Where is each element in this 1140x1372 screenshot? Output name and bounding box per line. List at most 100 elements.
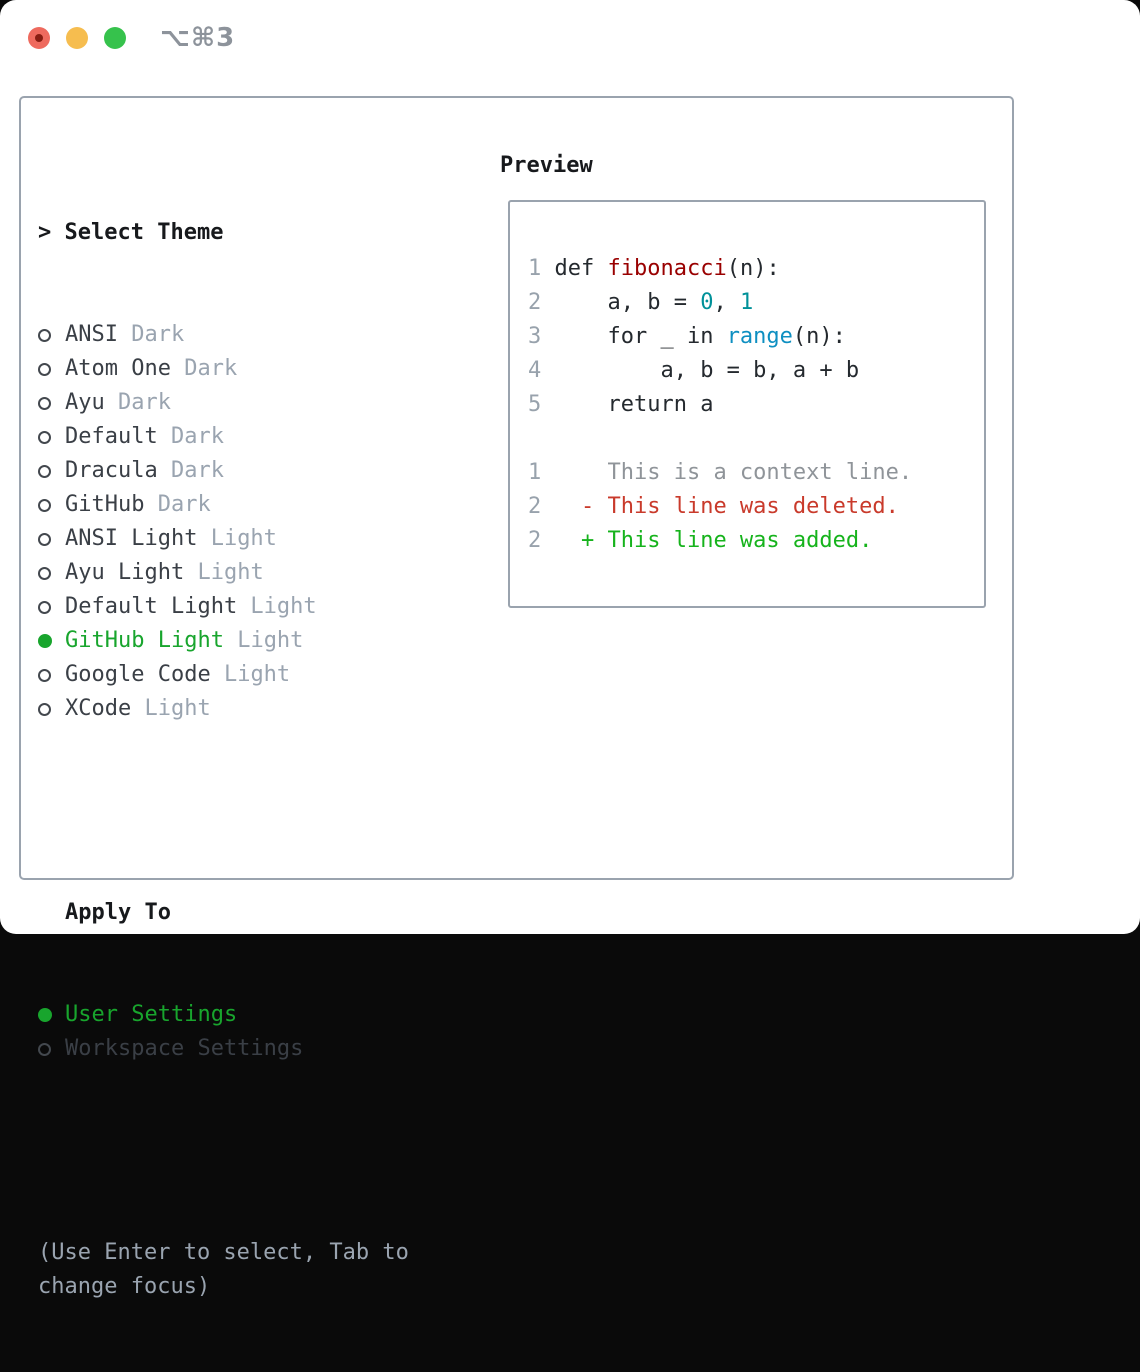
radio-selected-icon xyxy=(38,634,52,648)
radio-unselected-icon xyxy=(38,532,51,546)
minimize-button[interactable] xyxy=(66,27,88,49)
line-number: 1 xyxy=(528,255,555,281)
code-segment-plain: def xyxy=(554,255,608,281)
radio-unselected-icon xyxy=(38,430,51,444)
radio-unselected-icon xyxy=(38,464,51,478)
theme-variant: Light xyxy=(131,696,211,721)
theme-name: GitHub Light xyxy=(65,628,224,653)
radio-selected-icon xyxy=(38,1008,52,1022)
radio-unselected-icon xyxy=(38,498,51,512)
line-number: 2 xyxy=(528,493,555,519)
code-segment-plain: (n): xyxy=(792,323,846,349)
code-line: 3 for _ in range(n): xyxy=(528,319,912,353)
window-shortcut-title: ⌥⌘3 xyxy=(160,23,236,53)
code-segment-deleted: - This line was deleted. xyxy=(554,493,899,519)
code-segment-plain: a, b = b, a + b xyxy=(554,357,860,383)
prompt-icon: > xyxy=(38,220,52,245)
theme-variant: Dark xyxy=(157,424,224,449)
code-line: 2 - This line was deleted. xyxy=(528,489,912,523)
theme-variant: Dark xyxy=(157,458,224,483)
theme-option[interactable]: Google Code Light xyxy=(38,658,409,692)
apply-to-label: Workspace Settings xyxy=(65,1036,304,1061)
title-bar: ⌥⌘3 xyxy=(28,23,236,53)
theme-option[interactable]: ANSI Light Light xyxy=(38,522,409,556)
apply-to-header: Apply To xyxy=(38,896,409,930)
code-segment-plain: , xyxy=(713,289,740,315)
code-line: 2 + This line was added. xyxy=(528,523,912,557)
code-segment-builtin: range xyxy=(726,323,793,349)
theme-option[interactable]: Atom One Dark xyxy=(38,352,409,386)
line-number: 1 xyxy=(528,459,555,485)
theme-name: Default Light xyxy=(65,594,238,619)
theme-option[interactable]: Ayu Dark xyxy=(38,386,409,420)
select-theme-title: Select Theme xyxy=(64,220,224,245)
theme-variant: Light xyxy=(223,628,304,653)
apply-to-label: User Settings xyxy=(65,1002,238,1027)
code-segment-plain: (n): xyxy=(726,255,780,281)
hint-line: (Use Enter to select, Tab to xyxy=(38,1240,409,1265)
zoom-button[interactable] xyxy=(104,27,126,49)
hint-text: (Use Enter to select, Tab to change focus… xyxy=(38,1236,409,1304)
radio-unselected-icon xyxy=(38,396,51,410)
theme-name: Ayu xyxy=(65,390,105,415)
theme-variant: Dark xyxy=(104,390,171,415)
theme-name: XCode xyxy=(65,696,132,721)
code-segment-added: + This line was added. xyxy=(554,527,873,553)
radio-unselected-icon xyxy=(38,1042,51,1056)
theme-variant: Light xyxy=(210,662,291,687)
line-number: 4 xyxy=(528,357,555,383)
radio-unselected-icon xyxy=(38,328,51,342)
select-theme-header: > Select Theme xyxy=(38,216,409,250)
theme-option[interactable]: Ayu Light Light xyxy=(38,556,409,590)
code-segment-plain: return a xyxy=(554,391,714,417)
theme-option[interactable]: GitHub Dark xyxy=(38,488,409,522)
theme-variant: Light xyxy=(237,594,317,619)
theme-option[interactable]: ANSI Dark xyxy=(38,318,409,352)
code-segment-context: This is a context line. xyxy=(554,459,913,485)
preview-title: Preview xyxy=(500,152,593,178)
radio-unselected-icon xyxy=(38,362,51,376)
theme-option[interactable]: Default Dark xyxy=(38,420,409,454)
apply-to-option[interactable]: Workspace Settings xyxy=(38,1032,409,1066)
theme-variant: Dark xyxy=(144,492,211,517)
theme-variant: Dark xyxy=(117,322,185,347)
hint-line: change focus) xyxy=(38,1274,211,1299)
radio-unselected-icon xyxy=(38,702,51,716)
code-line: 5 return a xyxy=(528,387,912,421)
close-button[interactable] xyxy=(28,27,50,49)
theme-variant: Dark xyxy=(170,356,238,381)
spacer-row xyxy=(38,1134,409,1168)
theme-name: GitHub xyxy=(65,492,145,517)
theme-option[interactable]: GitHub Light Light xyxy=(38,624,409,658)
code-segment-plain: for _ in xyxy=(554,323,727,349)
line-number xyxy=(528,426,555,451)
radio-unselected-icon xyxy=(38,600,51,614)
line-number: 2 xyxy=(528,527,555,553)
spacer-row xyxy=(38,794,409,828)
theme-variant: Light xyxy=(184,560,264,585)
theme-name: ANSI Light xyxy=(65,526,198,551)
code-line: 4 a, b = b, a + b xyxy=(528,353,912,387)
theme-variant: Light xyxy=(197,526,277,551)
apply-to-option[interactable]: User Settings xyxy=(38,998,409,1032)
radio-unselected-icon xyxy=(38,668,51,682)
code-segment-number: 0 xyxy=(700,289,714,315)
line-number: 5 xyxy=(528,391,555,417)
theme-option[interactable]: XCode Light xyxy=(38,692,409,726)
code-line: 1 def fibonacci(n): xyxy=(528,251,912,285)
theme-name: Ayu Light xyxy=(65,560,185,585)
theme-option[interactable]: Dracula Dark xyxy=(38,454,409,488)
code-segment-number: 1 xyxy=(739,289,754,315)
code-line: 2 a, b = 0, 1 xyxy=(528,285,912,319)
close-button-dot-icon xyxy=(35,34,43,42)
theme-name: Dracula xyxy=(65,458,158,483)
radio-unselected-icon xyxy=(38,566,51,580)
theme-option[interactable]: Default Light Light xyxy=(38,590,409,624)
theme-name: Default xyxy=(65,424,158,449)
